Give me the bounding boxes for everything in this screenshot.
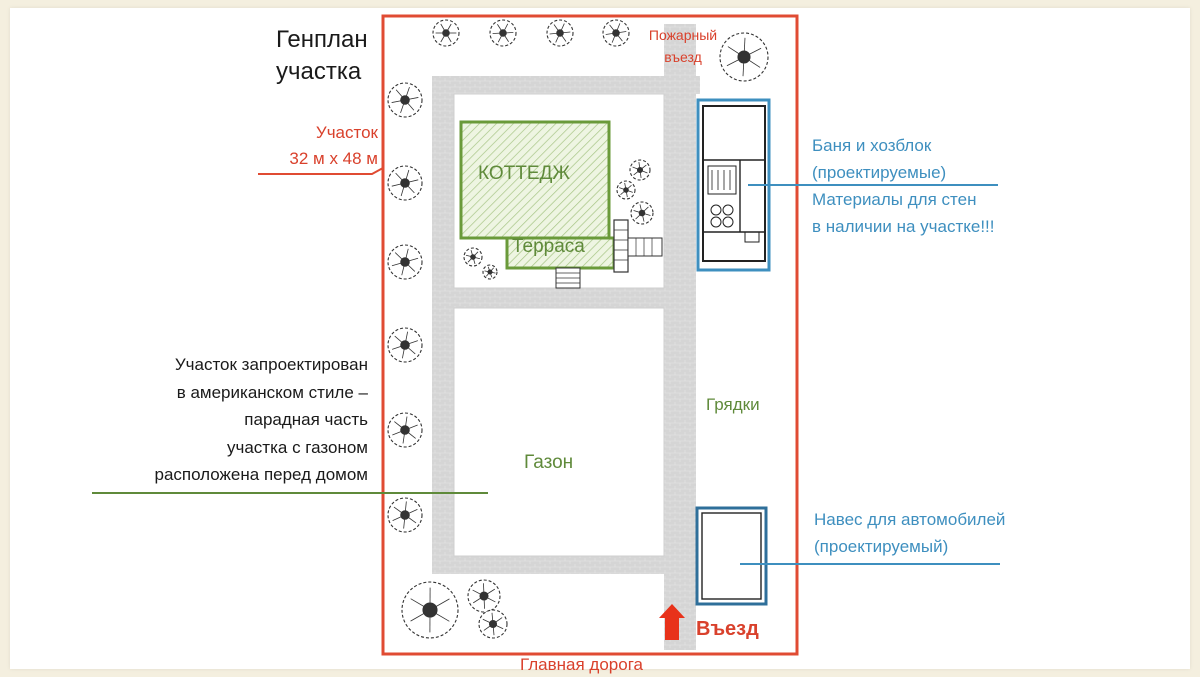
tree-icon: [463, 247, 483, 267]
main-road-label: Главная дорога: [520, 655, 643, 674]
entry-label: Въезд: [696, 618, 759, 640]
tree-icon: [478, 609, 508, 639]
tree-icon: [387, 82, 423, 118]
side-steps: [627, 237, 663, 257]
fire-entry-line2: въезд: [664, 49, 702, 65]
porch: [613, 219, 629, 273]
carport-outline: [695, 506, 768, 606]
plot-label-line2: 32 м х 48 м: [289, 149, 378, 168]
lawn-area: [453, 307, 665, 557]
tree-icon: [602, 19, 630, 47]
plan-title: Генплан участка: [276, 24, 368, 88]
tree-icon: [387, 327, 423, 363]
bathhouse-line1: Баня и хозблок: [812, 136, 932, 155]
tree-icon: [401, 581, 459, 639]
bathhouse-line4: в наличии на участке!!!: [812, 217, 995, 236]
fire-entry-label: Пожарный въезд: [636, 24, 730, 68]
description-text: Участок запроектирован в американском ст…: [90, 351, 368, 489]
description-line2: в американском стиле –: [176, 382, 368, 402]
bathhouse-label: Баня и хозблок (проектируемые) Материалы…: [812, 132, 995, 240]
entry-arrow-icon: [659, 604, 685, 640]
tree-icon: [482, 264, 498, 280]
description-line1: Участок запроектирован: [174, 355, 368, 374]
cottage-label: КОТТЕДЖ: [478, 163, 570, 184]
tree-icon: [432, 19, 460, 47]
plot-label-line1: Участок: [315, 123, 378, 142]
beds-label: Грядки: [706, 395, 760, 414]
plan-title-line1: Генплан: [276, 26, 368, 53]
tree-icon: [489, 19, 517, 47]
tree-icon: [387, 497, 423, 533]
bathhouse-line2: (проектируемые): [812, 163, 947, 182]
plot-leader-line: [258, 167, 384, 175]
description-line3: парадная часть: [244, 410, 368, 429]
tree-icon: [387, 244, 423, 280]
tree-icon: [629, 159, 651, 181]
tree-icon: [719, 32, 769, 82]
description-line4: участка с газоном: [227, 437, 368, 457]
tree-icon: [387, 165, 423, 201]
tree-icon: [467, 579, 501, 613]
lawn-label: Газон: [524, 452, 574, 473]
tree-icon: [616, 180, 636, 200]
bathhouse-line3: Материалы для стен: [812, 190, 977, 209]
terrace-label: Терраса: [512, 236, 585, 257]
fire-entry-line1: Пожарный: [648, 27, 718, 43]
terrace-footprint: [505, 236, 616, 270]
tree-icon: [387, 412, 423, 448]
carport-line2: (проектируемый): [814, 537, 949, 556]
plan-title-line2: участка: [276, 58, 362, 85]
tree-icon: [630, 201, 654, 225]
plot-size-label: Участок 32 м х 48 м: [264, 120, 378, 172]
carport-line1: Навес для автомобилей: [814, 510, 1006, 529]
garden-paths: [432, 24, 700, 650]
cottage-footprint: [459, 120, 611, 240]
trees: [387, 19, 769, 639]
description-line5: расположена перед домом: [154, 465, 368, 484]
tree-icon: [546, 19, 574, 47]
carport-label: Навес для автомобилей (проектируемый): [814, 506, 1005, 560]
